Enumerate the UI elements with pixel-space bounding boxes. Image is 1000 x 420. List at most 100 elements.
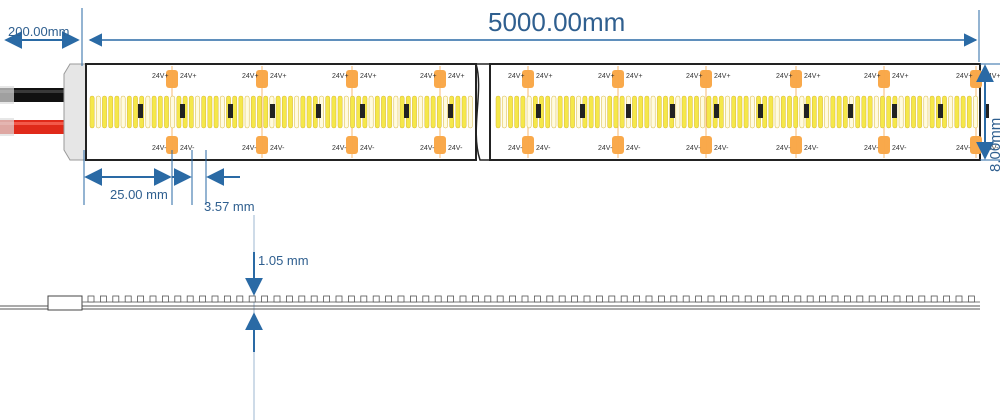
side-led — [484, 295, 492, 303]
led-chip — [855, 95, 861, 129]
side-led — [248, 295, 256, 303]
pad-label: 24V+ — [626, 73, 643, 80]
led-chip — [638, 95, 644, 129]
side-led — [806, 295, 814, 303]
side-led — [161, 295, 169, 303]
side-led — [422, 295, 430, 303]
led-chip — [350, 95, 355, 129]
led-chip — [842, 95, 848, 129]
side-led — [695, 295, 702, 303]
side-led — [955, 295, 963, 303]
led-chip — [424, 95, 430, 129]
pad-labels: 24V+24V+24V-24V-24V+24V+24V-24V-24V+24V+… — [152, 73, 1000, 152]
led-chip — [799, 95, 805, 129]
led-chip — [387, 95, 393, 129]
strip-width-label: 8.00mm — [987, 118, 1000, 172]
resistor — [270, 104, 275, 118]
pad-label: 24V- — [242, 145, 257, 152]
side-led — [732, 295, 740, 303]
pad-label: 24V+ — [804, 73, 821, 80]
led-chip — [731, 95, 737, 129]
led-chip — [170, 95, 176, 129]
led-chip — [694, 95, 699, 129]
led-chip — [526, 95, 532, 129]
side-led — [124, 295, 132, 303]
led-chip — [436, 95, 442, 129]
wire-length-label: 200.00mm — [8, 24, 69, 39]
side-led — [397, 295, 405, 303]
led-chip — [443, 95, 448, 129]
side-led — [558, 295, 566, 303]
pad-label: 24V- — [420, 145, 435, 152]
side-led — [868, 295, 876, 303]
side-led — [707, 295, 715, 303]
side-led — [199, 295, 207, 303]
led-chip — [151, 95, 157, 129]
resistor — [228, 104, 233, 118]
resistor — [316, 104, 321, 118]
led-chip — [250, 95, 256, 129]
led-chip — [501, 95, 507, 129]
side-led — [434, 295, 442, 303]
side-led — [335, 295, 343, 303]
led-chip — [461, 95, 467, 129]
resistor — [938, 104, 943, 118]
dim-total-length: 5000.00mm — [88, 7, 980, 62]
led-row — [89, 95, 989, 129]
led-chip — [114, 95, 120, 129]
side-led — [459, 295, 467, 303]
led-chip — [232, 95, 238, 129]
led-chip — [201, 95, 207, 129]
led-chip — [551, 95, 557, 129]
pad-label: 24V- — [508, 145, 523, 152]
side-led — [583, 295, 591, 303]
led-chip — [700, 95, 706, 129]
led-chip — [644, 95, 650, 129]
side-led — [496, 295, 504, 303]
side-led — [186, 295, 194, 303]
pad-label: 24V- — [686, 145, 701, 152]
led-chip — [120, 95, 126, 129]
resistor — [360, 104, 365, 118]
side-led — [174, 295, 182, 303]
pad-label: 24V- — [536, 145, 551, 152]
pad-label: 24V- — [180, 145, 195, 152]
side-led — [757, 295, 764, 303]
side-led — [571, 295, 578, 303]
side-led — [347, 295, 355, 303]
pad-label: 24V- — [804, 145, 819, 152]
resistor — [138, 104, 143, 118]
pad-label: 24V- — [360, 145, 375, 152]
side-led — [149, 295, 157, 303]
side-led — [223, 295, 231, 303]
side-led — [285, 295, 293, 303]
pad-label: 24V- — [152, 145, 167, 152]
led-chip — [768, 95, 774, 129]
side-led — [906, 295, 913, 303]
led-chip — [811, 95, 817, 129]
pad-label: 24V- — [448, 145, 463, 152]
led-chip — [793, 95, 799, 129]
resistor — [892, 104, 897, 118]
pad-label: 24V+ — [152, 73, 169, 80]
led-chip — [594, 95, 600, 129]
side-led — [409, 295, 417, 303]
led-chip — [219, 95, 225, 129]
side-led — [534, 295, 541, 303]
led-chip — [207, 95, 213, 129]
led-chip — [520, 95, 526, 129]
led-chip — [430, 95, 436, 129]
led-chip — [942, 95, 947, 129]
side-led — [273, 295, 281, 303]
led-chip — [157, 95, 163, 129]
led-chip — [898, 95, 904, 129]
pad-label: 24V- — [626, 145, 641, 152]
side-led — [856, 295, 864, 303]
side-led — [509, 295, 517, 303]
led-chip — [374, 95, 380, 129]
pad-label: 24V- — [864, 145, 879, 152]
led-chip — [294, 95, 300, 129]
pad-label: 24V- — [776, 145, 791, 152]
led-chip — [95, 95, 101, 129]
resistor — [804, 104, 809, 118]
